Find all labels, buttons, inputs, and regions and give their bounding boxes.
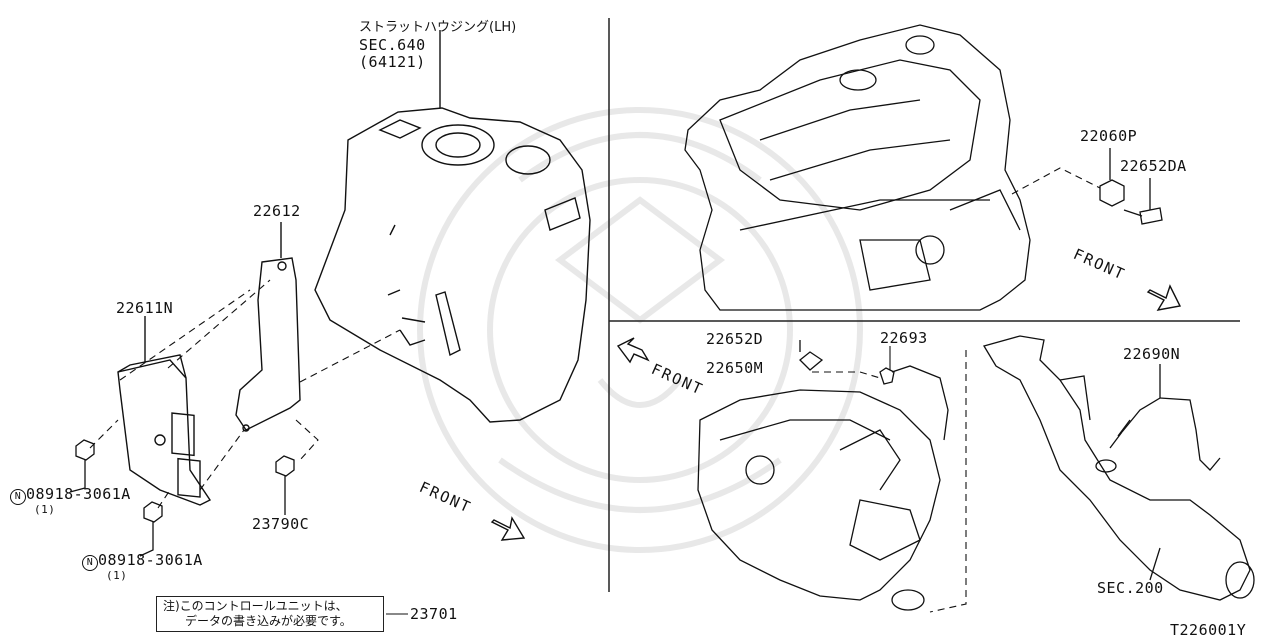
nut-part-number: 08918-3061A bbox=[26, 485, 131, 503]
label-sec200: SEC.200 bbox=[1097, 579, 1164, 597]
engine-top-drawing bbox=[684, 24, 1031, 311]
dashed-lines-left bbox=[89, 279, 401, 509]
label-22060p: 22060P bbox=[1080, 127, 1138, 145]
ecu-22611n-drawing bbox=[117, 316, 212, 506]
strut-housing-code: (64121) bbox=[359, 53, 426, 71]
engine-bottom-drawing bbox=[697, 340, 949, 611]
strut-housing-name: ストラットハウジング(LH) bbox=[359, 20, 517, 35]
label-22652d: 22652D bbox=[706, 330, 764, 348]
label-22650m: 22650M bbox=[706, 359, 764, 377]
label-22690n: 22690N bbox=[1123, 345, 1181, 363]
note-box: 注)このコントロールユニットは、 データの書き込みが必要です。 bbox=[156, 596, 384, 632]
section-dividers bbox=[608, 18, 1240, 592]
label-23790c: 23790C bbox=[252, 515, 310, 533]
knock-sensor-drawing bbox=[1099, 148, 1163, 225]
label-nut-qty-1: (1) bbox=[34, 503, 56, 516]
strut-housing-drawing bbox=[314, 30, 591, 423]
note-line-2: データの書き込みが必要です。 bbox=[185, 614, 352, 628]
note-line-1: 注)このコントロールユニットは、 bbox=[163, 599, 348, 613]
label-22652da: 22652DA bbox=[1120, 157, 1187, 175]
leader-lines bbox=[386, 346, 891, 615]
label-22693: 22693 bbox=[880, 329, 928, 347]
front-arrows bbox=[490, 284, 1182, 541]
exhaust-converter-drawing bbox=[983, 335, 1255, 601]
dashed-lines-top-right bbox=[1011, 167, 1101, 195]
watermark-emblem bbox=[417, 107, 863, 553]
nut-symbol-circle: N bbox=[82, 555, 98, 571]
dashed-lines-bottom bbox=[812, 350, 967, 613]
label-22612: 22612 bbox=[253, 202, 301, 220]
nut-drawings bbox=[69, 439, 295, 557]
nut-symbol-circle: N bbox=[10, 489, 26, 505]
diagram-id: T226001Y bbox=[1170, 621, 1247, 639]
label-nut-qty-2: (1) bbox=[106, 569, 128, 582]
label-23701: 23701 bbox=[410, 605, 458, 623]
bracket-22612-drawing bbox=[235, 222, 301, 432]
strut-housing-section: SEC.640 bbox=[359, 36, 426, 54]
label-22611n: 22611N bbox=[116, 299, 174, 317]
nut-part-number: 08918-3061A bbox=[98, 551, 203, 569]
